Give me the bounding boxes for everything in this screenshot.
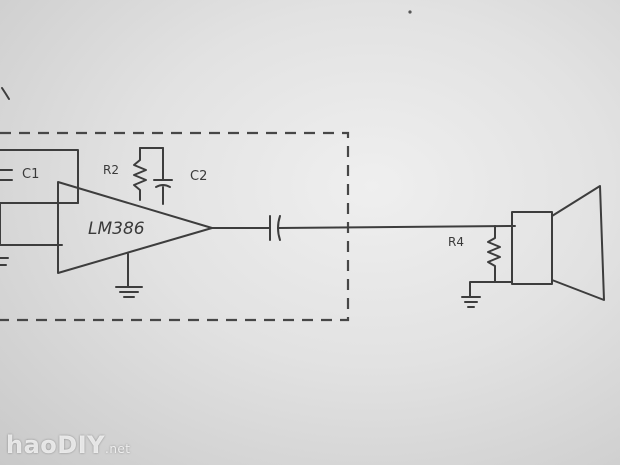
amp-ground-symbol: [115, 253, 143, 298]
r4-label: R4: [448, 235, 464, 249]
c2-label: C2: [190, 169, 207, 184]
watermark-suffix: .net: [105, 442, 131, 456]
watermark-brand: haoDIY: [6, 431, 105, 459]
output-coupling-capacitor: [211, 215, 516, 241]
r2-label: R2: [103, 163, 119, 177]
speaker-symbol: [511, 185, 605, 301]
site-watermark: haoDIY.net: [6, 431, 131, 459]
c1-input-network: [0, 149, 79, 266]
lm386-amplifier: [57, 181, 213, 274]
stray-mark: [1, 87, 10, 100]
module-boundary: [0, 131, 350, 322]
c1-label: C1: [22, 167, 39, 182]
stray-dot: [408, 10, 412, 14]
lm386-label: LM386: [88, 219, 145, 239]
r2-c2-gain-network: [133, 147, 173, 205]
r4-resistor-network: [461, 225, 513, 308]
